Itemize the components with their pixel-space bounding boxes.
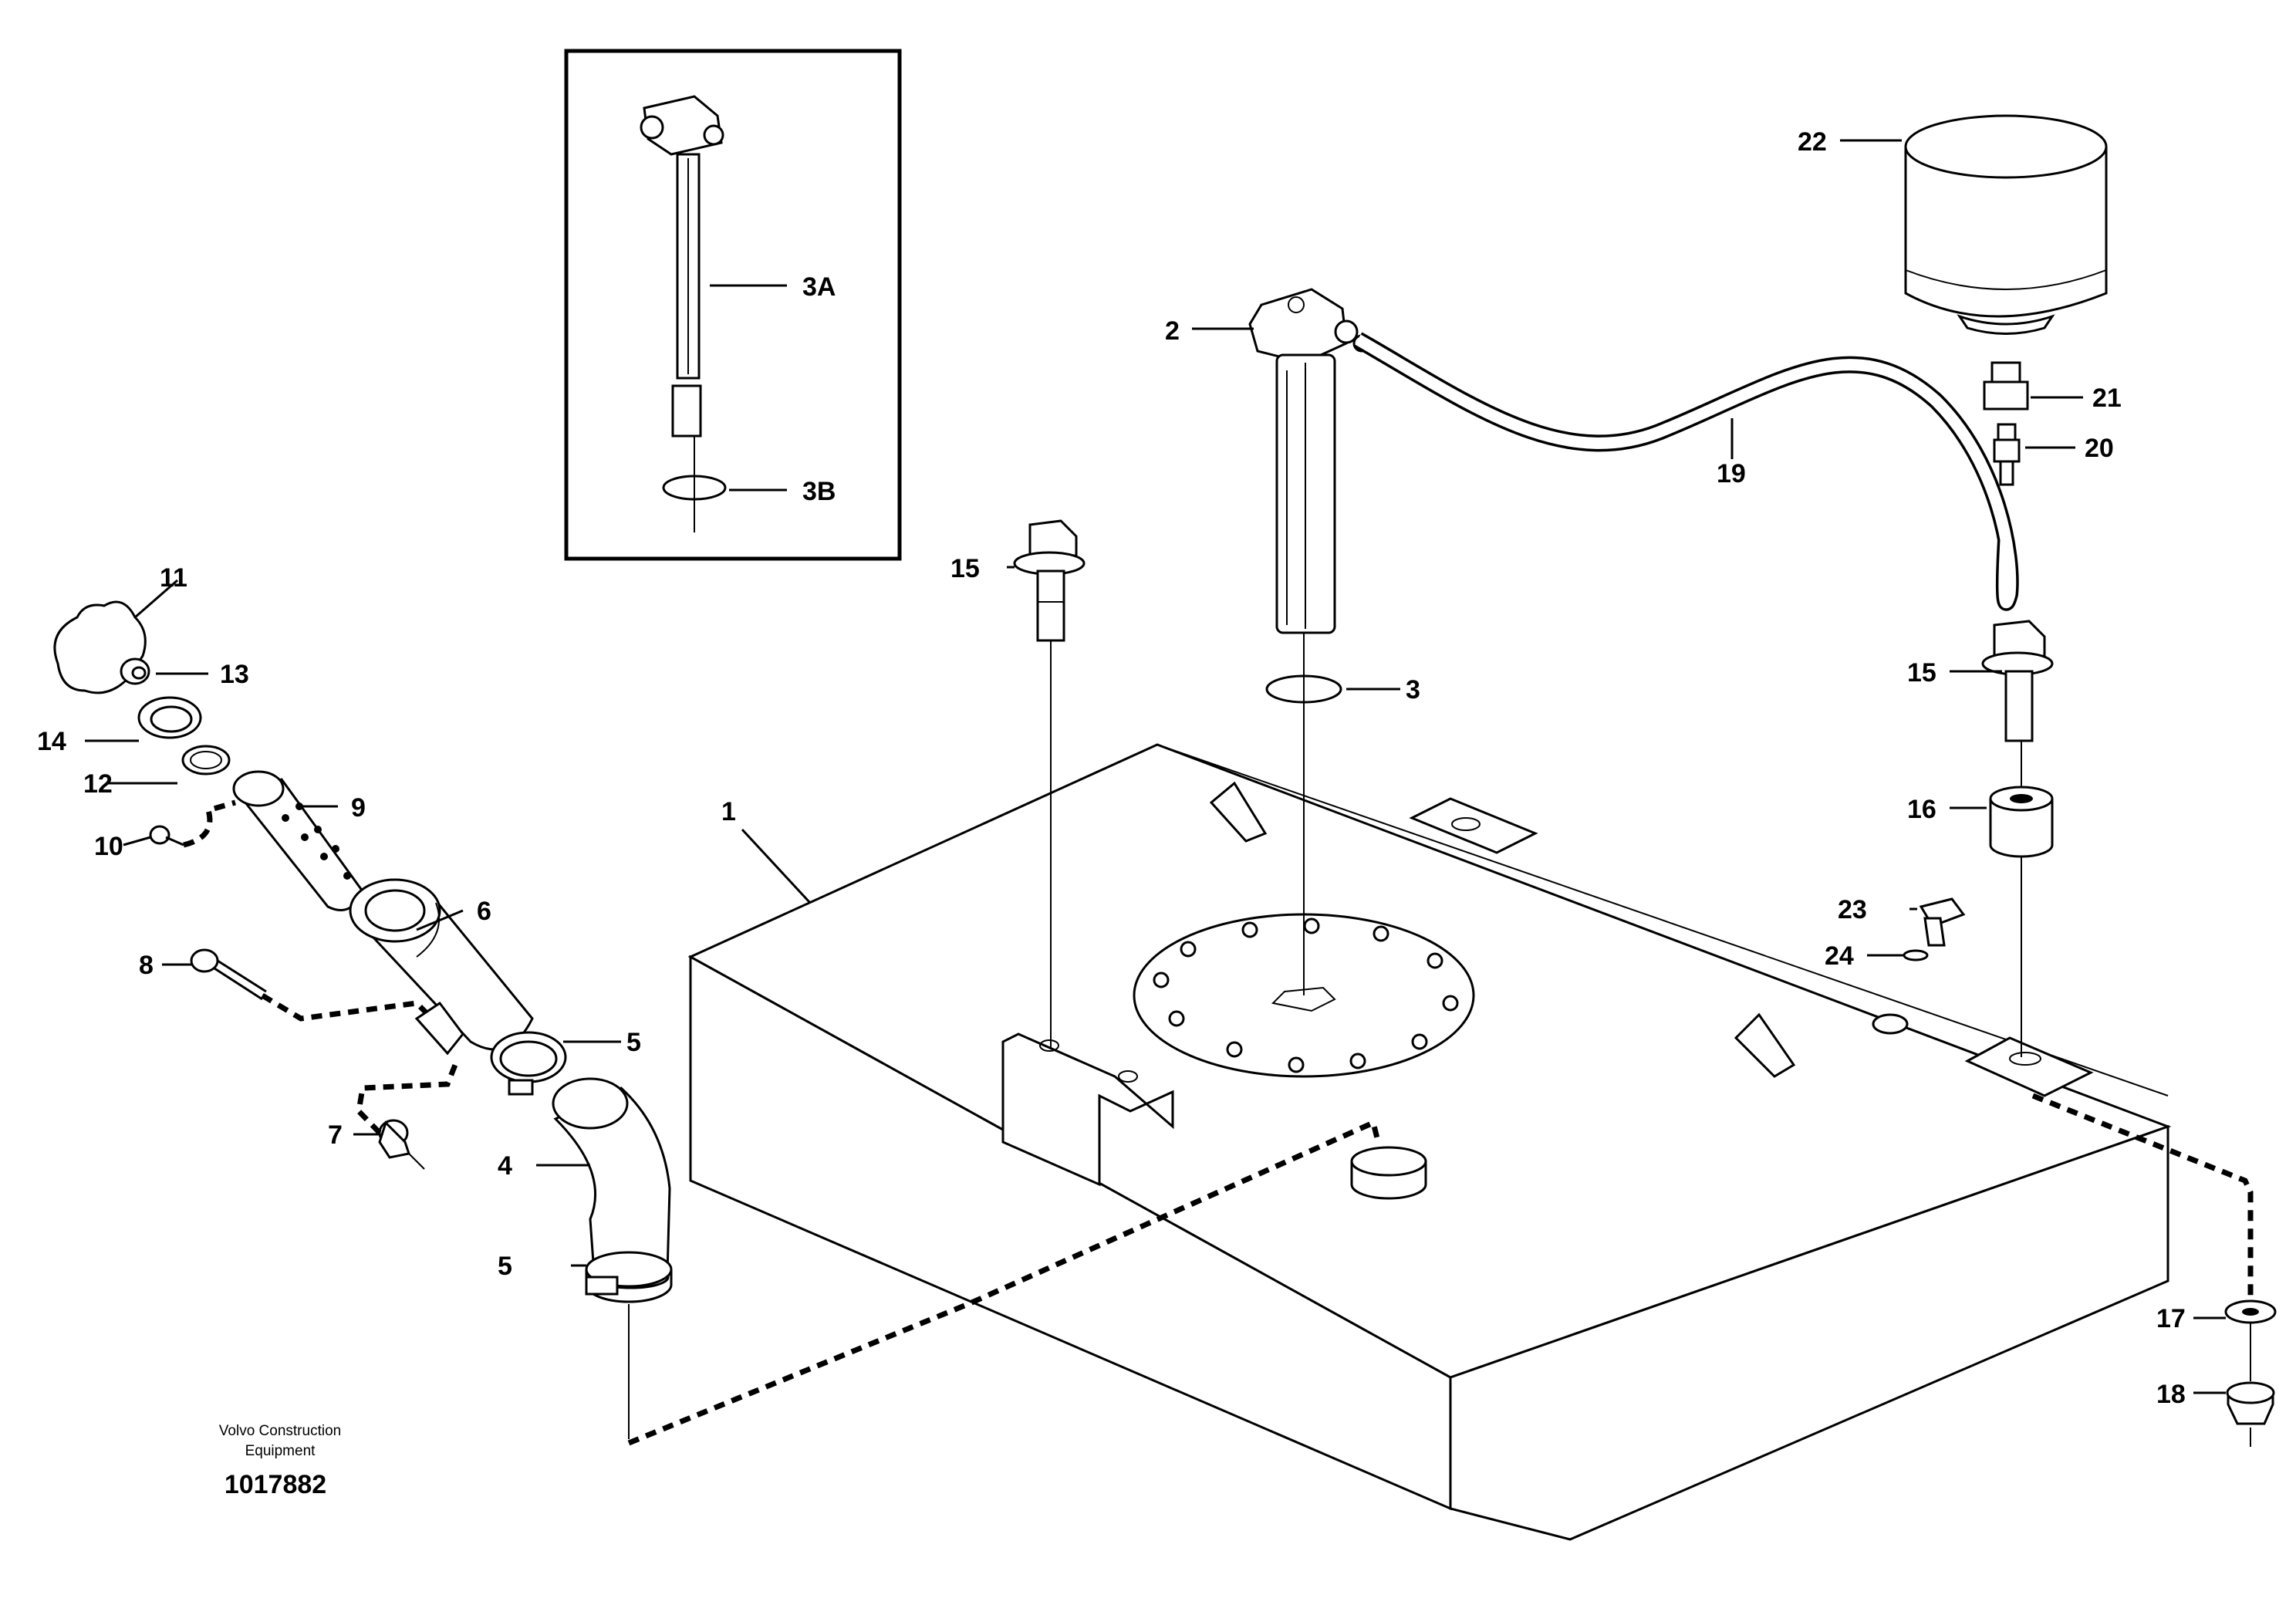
nipple-20	[1993, 423, 2021, 486]
spacer	[1989, 786, 2054, 858]
bracket-bolt-8	[190, 948, 267, 1001]
callout-13: 13	[220, 660, 249, 689]
callout-9: 9	[351, 793, 366, 823]
callout-21: 21	[2092, 384, 2122, 413]
drawing-id: 1017882	[225, 1470, 326, 1499]
callout-14: 14	[37, 727, 66, 756]
publisher-line-1: Volvo Construction	[219, 1423, 341, 1439]
drawing-footer: Volvo Construction Equipment 1017882	[219, 1423, 341, 1499]
washer-17	[2224, 1299, 2277, 1324]
cover-plate-bolts	[1153, 917, 1459, 1073]
fuel-level-sender	[1248, 288, 1371, 634]
rubber-bushing	[378, 1119, 425, 1170]
assembly-line-10	[183, 799, 236, 848]
bolt-15-right	[1981, 620, 2054, 742]
tank-port	[1872, 1013, 1909, 1035]
assembly-line-8	[261, 992, 434, 1022]
filler-neck	[349, 878, 534, 1051]
nut-18	[2226, 1381, 2275, 1425]
callout-15-left: 15	[950, 554, 980, 583]
callout-16: 16	[1907, 795, 1936, 824]
plug	[1919, 897, 1966, 947]
callout-19: 19	[1717, 459, 1746, 488]
seal-12	[181, 745, 231, 776]
assembly-line-right	[2031, 1093, 2254, 1300]
washer	[1903, 949, 1929, 961]
callout-22: 22	[1798, 127, 1827, 157]
assembly-line-7	[356, 1063, 458, 1135]
callout-18: 18	[2156, 1380, 2186, 1409]
callout-11: 11	[160, 563, 187, 593]
callout-20: 20	[2085, 434, 2114, 463]
callout-4: 4	[498, 1151, 512, 1181]
hose-clamp-upper	[490, 1031, 567, 1096]
callout-7: 7	[328, 1120, 343, 1150]
assembly-line-left	[627, 1119, 1380, 1446]
callout-5-lower: 5	[498, 1252, 512, 1281]
callout-3b: 3B	[802, 477, 836, 506]
callout-12: 12	[83, 769, 113, 799]
breather-filter	[1904, 114, 2108, 335]
callout-23: 23	[1838, 895, 1867, 924]
hose-clamp-lower	[585, 1251, 673, 1303]
fuel-level-sender-variant	[640, 95, 724, 438]
fuel-tank	[687, 743, 2172, 1541]
bolt-15-left	[1013, 519, 1086, 642]
callout-2: 2	[1165, 316, 1180, 346]
nipple-21	[1983, 361, 2029, 411]
callout-3: 3	[1406, 675, 1420, 705]
callout-1: 1	[721, 797, 736, 826]
strainer	[232, 770, 364, 911]
filler-cap	[53, 600, 150, 694]
callout-labels: 1 2 3 3A 3B 4 5 5 6 7 8 9 10 11 12 13 14…	[37, 127, 2186, 1409]
inset-detail-box	[564, 49, 902, 561]
callout-10: 10	[94, 832, 123, 861]
gasket-14	[137, 696, 202, 739]
callout-15-right: 15	[1907, 658, 1936, 688]
callout-5-upper: 5	[626, 1028, 641, 1057]
leader-lines	[85, 139, 2226, 1394]
mounting-bracket	[414, 1001, 464, 1056]
callout-8: 8	[139, 951, 154, 980]
callout-6: 6	[477, 897, 491, 926]
publisher-line-2: Equipment	[245, 1443, 316, 1459]
callout-24: 24	[1825, 941, 1854, 971]
callout-17: 17	[2156, 1304, 2186, 1333]
callout-3a: 3A	[802, 272, 836, 302]
screw-10	[149, 825, 184, 846]
